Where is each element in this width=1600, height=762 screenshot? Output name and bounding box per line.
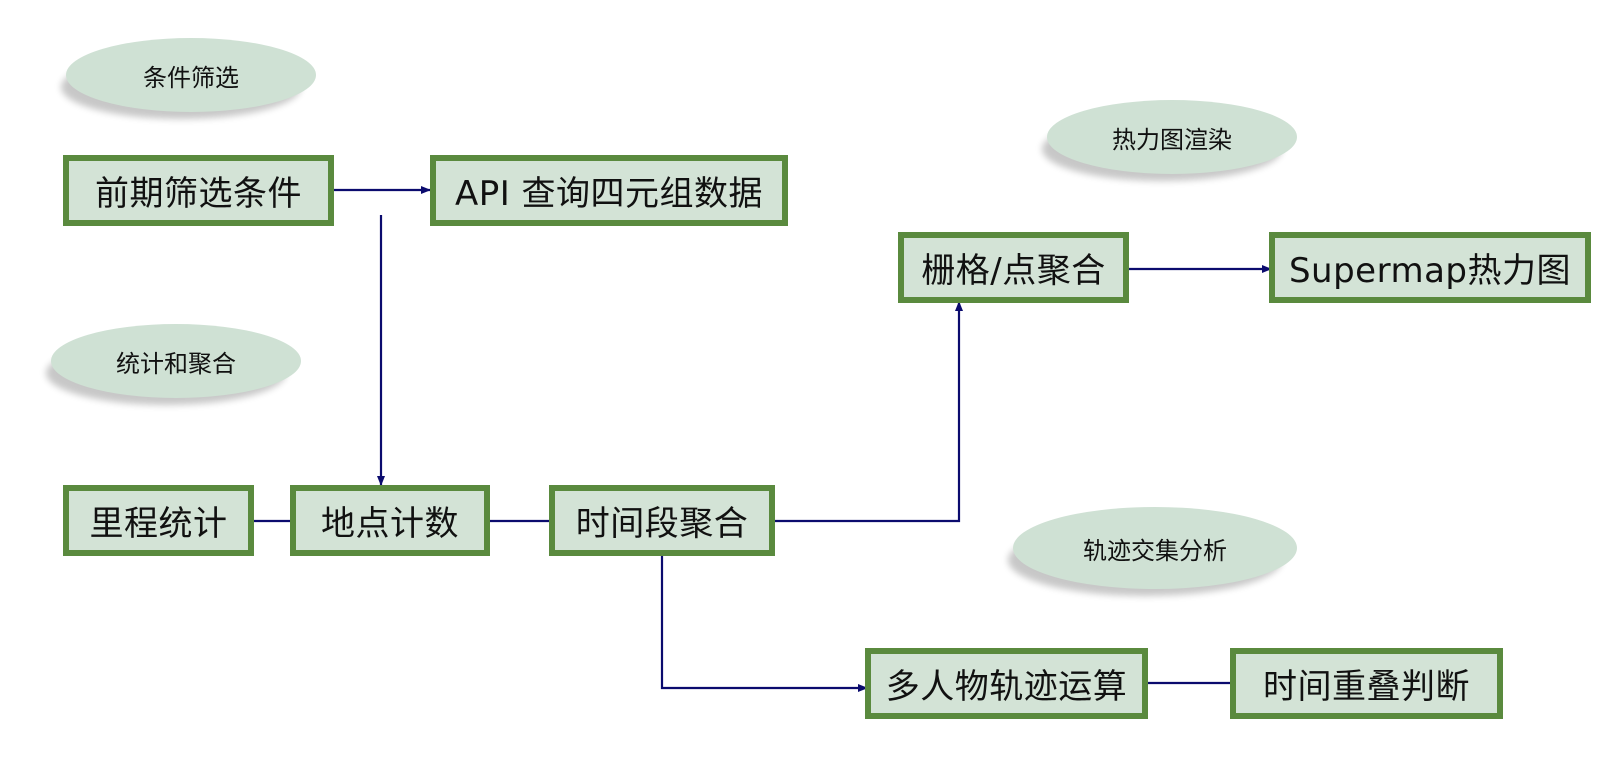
group-label-trajectory: 轨迹交集分析 xyxy=(1013,507,1297,589)
node-api-query: API 查询四元组数据 xyxy=(430,155,788,226)
node-grid-agg: 栅格/点聚合 xyxy=(898,232,1129,303)
node-mileage: 里程统计 xyxy=(63,485,254,556)
node-multi-traj: 多人物轨迹运算 xyxy=(865,648,1148,719)
group-label-stats: 统计和聚合 xyxy=(51,324,301,398)
node-supermap: Supermap热力图 xyxy=(1269,232,1591,303)
arrow-time-agg-to-multi-traj xyxy=(660,555,868,692)
arrow-time-agg-to-grid-agg xyxy=(773,301,963,523)
group-label-filter: 条件筛选 xyxy=(66,38,316,112)
node-overlap: 时间重叠判断 xyxy=(1230,648,1503,719)
group-label-heatmap: 热力图渲染 xyxy=(1047,100,1297,174)
node-time-agg: 时间段聚合 xyxy=(549,485,775,556)
node-pre-filter: 前期筛选条件 xyxy=(63,155,334,226)
node-location-count: 地点计数 xyxy=(290,485,490,556)
